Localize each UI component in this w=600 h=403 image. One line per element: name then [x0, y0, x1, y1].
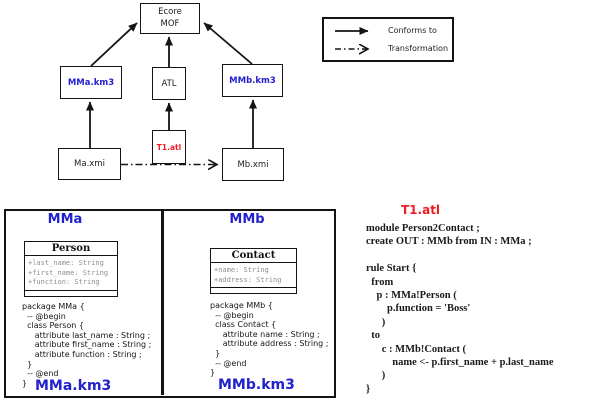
- diagram-arrows: [86, 22, 257, 200]
- atl-code: module Person2Contact ; create OUT : MMb…: [366, 223, 554, 395]
- mma-column-title: MMa: [47, 212, 83, 227]
- mmb-km3-code: package MMb { -- @begin class Contact { …: [210, 301, 329, 378]
- node-ecore-line1: Ecore: [158, 7, 182, 18]
- mma-km3-code: package MMa { -- @begin class Person { a…: [22, 302, 152, 388]
- contact-operations-compartment: [211, 287, 296, 293]
- node-atl: ATL: [152, 67, 186, 100]
- node-ma-xmi: Ma.xmi: [58, 148, 121, 180]
- atl-title: T1.atl: [401, 203, 441, 217]
- solid-arrow-icon: [335, 26, 369, 35]
- legend-row-transformation: Transformation: [334, 43, 452, 55]
- metamodel-panel: [4, 209, 336, 398]
- person-class-name: Person: [25, 242, 117, 256]
- arrow-mmbkm3-to-ecore: [203, 22, 253, 65]
- mma-km3-label: MMa.km3: [35, 378, 112, 394]
- node-mma-km3: MMa.km3: [60, 66, 122, 99]
- legend-box: Conforms to Transformation: [322, 17, 454, 62]
- node-mmb-km3: MMb.km3: [222, 64, 283, 97]
- legend-label-conforms-to: Conforms to: [388, 26, 437, 35]
- node-mb-xmi: Mb.xmi: [222, 148, 284, 181]
- uml-class-person: Person +last_name: String +first_name: S…: [24, 241, 118, 297]
- arrow-mmakm3-to-ecore: [90, 22, 138, 67]
- panel-divider: [161, 211, 164, 395]
- contact-attributes: +name: String +address: String: [214, 266, 282, 284]
- node-ecore-line2: MOF: [160, 18, 180, 29]
- node-t1-atl: T1.atl: [152, 130, 186, 164]
- legend-row-conforms-to: Conforms to: [334, 25, 452, 37]
- contact-class-name: Contact: [211, 249, 296, 263]
- person-operations-compartment: [25, 289, 117, 296]
- mmb-column-title: MMb: [229, 212, 265, 227]
- uml-class-contact: Contact +name: String +address: String: [210, 248, 297, 294]
- node-ecore-mof: Ecore MOF: [140, 3, 200, 34]
- dash-dot-arrow-icon: [335, 43, 376, 55]
- legend-label-transformation: Transformation: [388, 44, 449, 53]
- mmb-km3-label: MMb.km3: [218, 377, 295, 393]
- person-attributes: +last_name: String +first_name: String +…: [28, 259, 109, 286]
